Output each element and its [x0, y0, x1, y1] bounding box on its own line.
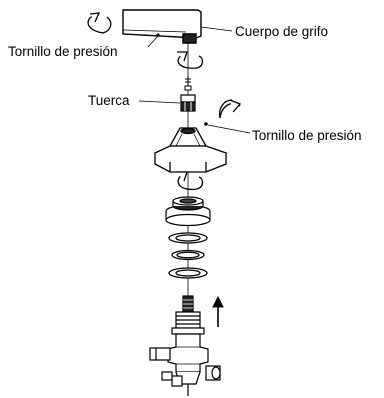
curved-arrow-icon: [177, 51, 204, 69]
flange-set-screw-leader: [207, 124, 251, 134]
spout-body: [122, 9, 202, 44]
spout-body-label: Cuerpo de grifo: [235, 24, 328, 39]
spout-set-screw-leader: [147, 35, 159, 48]
o-ring: [171, 249, 205, 261]
escutcheon-flange: [153, 127, 228, 173]
flange-set-screw-dot: [204, 122, 208, 126]
curved-arrow-icon: [177, 171, 204, 191]
spout-set-screw-label: Tornillo de presión: [8, 44, 118, 59]
nut-leader: [138, 100, 181, 104]
curved-arrow-icon: [218, 99, 242, 119]
spout-set-screw-dot: [156, 33, 160, 37]
spout-body-leader: [200, 26, 233, 32]
washer: [168, 232, 208, 244]
nut-label: Tuerca: [88, 93, 130, 108]
flange-set-screw-label: Tornillo de presión: [252, 128, 362, 143]
valve-body: [149, 295, 221, 396]
washer: [168, 267, 208, 279]
bonnet-sleeve: [165, 196, 211, 227]
up-arrow-icon: [212, 295, 224, 327]
curved-arrow-icon: [87, 12, 112, 34]
nut: [180, 94, 196, 112]
small-screw: [184, 76, 192, 91]
